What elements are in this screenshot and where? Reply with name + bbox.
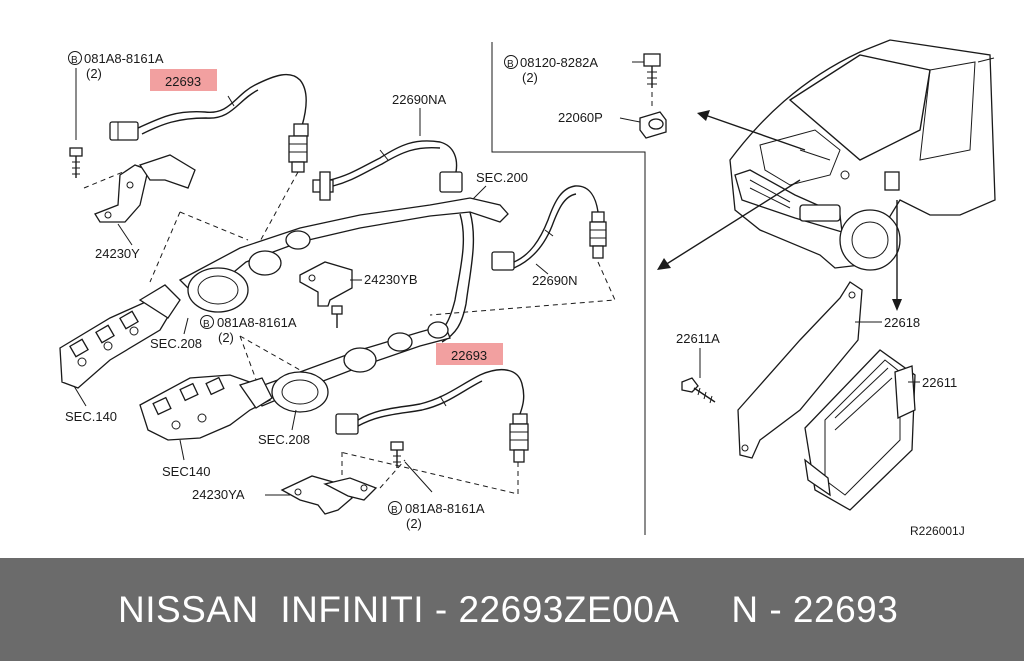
- harness-na-icon: [312, 140, 463, 201]
- exhaust-manifold-bottom-icon: [139, 374, 273, 441]
- bolt-right-icon: [643, 53, 661, 88]
- ecm-bracket-icon: [737, 281, 863, 459]
- sec208-top-label[interactable]: SEC.208: [150, 336, 202, 351]
- arrow-to-knock-sensor: [704, 114, 806, 151]
- ecm-bracket-label[interactable]: 22618: [884, 315, 920, 330]
- bracket-yb-label[interactable]: 24230YB: [364, 272, 418, 287]
- bracket-y-label[interactable]: 24230Y: [95, 246, 140, 261]
- bolt-bottom-icon: [390, 441, 404, 468]
- harness-na-label[interactable]: 22690NA: [392, 92, 447, 107]
- circle-b-icon: [200, 315, 214, 329]
- sec200-label[interactable]: SEC.200: [476, 170, 528, 185]
- circle-b-letter: B: [203, 319, 210, 330]
- knock-sensor-icon: [639, 111, 667, 139]
- arrow-to-exhaust: [664, 179, 801, 266]
- exhaust-pipe-lower: [248, 321, 451, 413]
- sensor-mid-label: 22693: [451, 348, 487, 363]
- bracket-24230yb-icon: [299, 261, 353, 307]
- bolt-mid-label: 081A8-8161A: [217, 315, 297, 330]
- parts-diagram: B 081A8-8161A (2) 24230Y 22693 22690NA: [59, 39, 996, 538]
- bolt-left-top-label: 081A8-8161A: [84, 51, 164, 66]
- bracket-ya-label[interactable]: 24230YA: [192, 487, 245, 502]
- sensor-top-callout[interactable]: 22693: [150, 69, 217, 91]
- bolt-mid-qty: (2): [218, 330, 234, 345]
- circle-b-letter: B: [71, 55, 78, 66]
- sensor-mid-callout[interactable]: 22693: [436, 343, 503, 365]
- bracket-24230ya-icon: [280, 475, 378, 515]
- circle-b-icon: [68, 51, 82, 65]
- bolt-bottom-qty: (2): [406, 516, 422, 531]
- exhaust-manifold-top-icon: [59, 284, 181, 389]
- sensor-top-label: 22693: [165, 74, 201, 89]
- oxygen-sensor-mid-icon: [335, 368, 529, 463]
- bolt-bottom-callout[interactable]: B 081A8-8161A (2): [388, 501, 485, 531]
- bolt-right-label: 08120-8282A: [520, 55, 598, 70]
- sensor-mid-highlight: [436, 343, 503, 365]
- circle-b-letter: B: [507, 59, 514, 70]
- harness-n-label[interactable]: 22690N: [532, 273, 578, 288]
- bolt-right-qty: (2): [522, 70, 538, 85]
- ecm-unit-icon: [804, 349, 916, 511]
- bolt-bottom-label: 081A8-8161A: [405, 501, 485, 516]
- circle-b-icon: [504, 55, 518, 69]
- harness-n-icon: [491, 185, 607, 271]
- part-number-caption: NISSAN INFINITI - 22693ZE00A N - 22693: [118, 588, 899, 630]
- divider-line: [491, 42, 646, 535]
- bolt-mid-callout[interactable]: B 081A8-8161A (2): [200, 315, 297, 345]
- sec140-top-label[interactable]: SEC.140: [65, 409, 117, 424]
- bracket-24230y-icon: [94, 154, 196, 223]
- bolt-right-callout[interactable]: B 08120-8282A (2): [504, 55, 599, 85]
- bolt-left-top-icon: [69, 147, 83, 178]
- circle-b-letter: B: [391, 505, 398, 516]
- bolt-left-top-qty: (2): [86, 66, 102, 81]
- reference-code: R226001J: [910, 524, 965, 538]
- sec140-bottom-label[interactable]: SEC140: [162, 464, 210, 479]
- footer-bar: NISSAN INFINITI - 22693ZE00A N - 22693: [0, 558, 1024, 661]
- bolt-ecm-icon: [681, 377, 716, 404]
- exhaust-pipe-upper: [178, 197, 509, 343]
- sensor-top-highlight: [150, 69, 217, 91]
- oxygen-sensor-top-icon: [109, 73, 309, 173]
- knock-sensor-label[interactable]: 22060P: [558, 110, 603, 125]
- circle-b-icon: [388, 501, 402, 515]
- vehicle-front-icon: [729, 39, 996, 271]
- bolt-left-top-callout[interactable]: B 081A8-8161A (2): [68, 51, 164, 81]
- sec208-bottom-label[interactable]: SEC.208: [258, 432, 310, 447]
- ecm-label[interactable]: 22611: [922, 375, 957, 390]
- bolt-ecm-label[interactable]: 22611A: [676, 331, 720, 346]
- bolt-mid-icon: [331, 305, 343, 328]
